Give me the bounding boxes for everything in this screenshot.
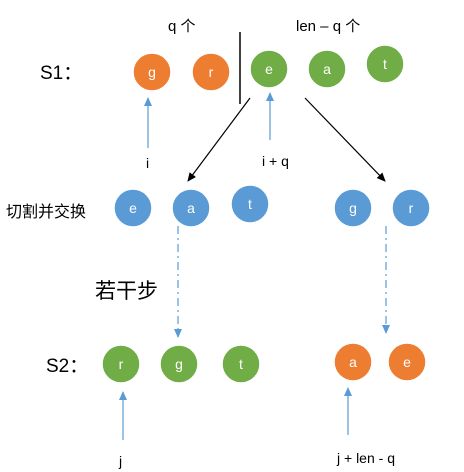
svg-text:e: e [129,200,137,216]
mid-circle-g: g [333,188,373,228]
svg-text:e: e [265,61,273,77]
s1-circle-e: e [249,49,289,89]
svg-text:a: a [323,61,331,77]
cut-arrow-right [304,97,386,182]
svg-text:g: g [175,356,183,372]
cut-arrow-left [187,97,251,182]
mid-circle-t: t [230,184,270,224]
svg-text:r: r [119,356,124,372]
svg-text:r: r [209,64,214,80]
s2-circle-t: t [221,344,261,384]
s1-circle-g: g [132,52,172,92]
j-label: j [118,453,122,469]
svg-text:t: t [248,196,252,212]
steps-label: 若干步 [95,280,158,303]
mid-circle-r: r [391,188,431,228]
cut-swap-label: 切割并交换 [6,203,86,221]
s1-label: S1： [40,63,82,84]
len-q-count-label: len – q 个 [296,18,360,35]
s1-circle-a: a [307,49,347,89]
j-len-q-label: j + len - q [336,450,395,466]
mid-circle-e: e [113,188,153,228]
s2-label: S2： [46,356,88,377]
svg-text:a: a [349,354,357,370]
i-label: i [146,155,149,171]
s2-circle-a: a [333,342,373,382]
svg-text:g: g [148,64,156,80]
svg-text:g: g [349,200,357,216]
q-count-label: q 个 [168,18,196,35]
s1-circle-t: t [365,44,405,84]
s2-circle-e: e [387,342,427,382]
s1-circle-r: r [191,52,231,92]
svg-text:a: a [187,200,195,216]
mid-circle-a: a [171,188,211,228]
s2-circle-r: r [101,344,141,384]
svg-text:e: e [403,354,411,370]
svg-text:t: t [239,356,243,372]
s2-circle-g: g [159,344,199,384]
svg-text:r: r [409,200,414,216]
i-plus-q-label: i + q [262,153,289,169]
svg-text:t: t [383,56,387,72]
